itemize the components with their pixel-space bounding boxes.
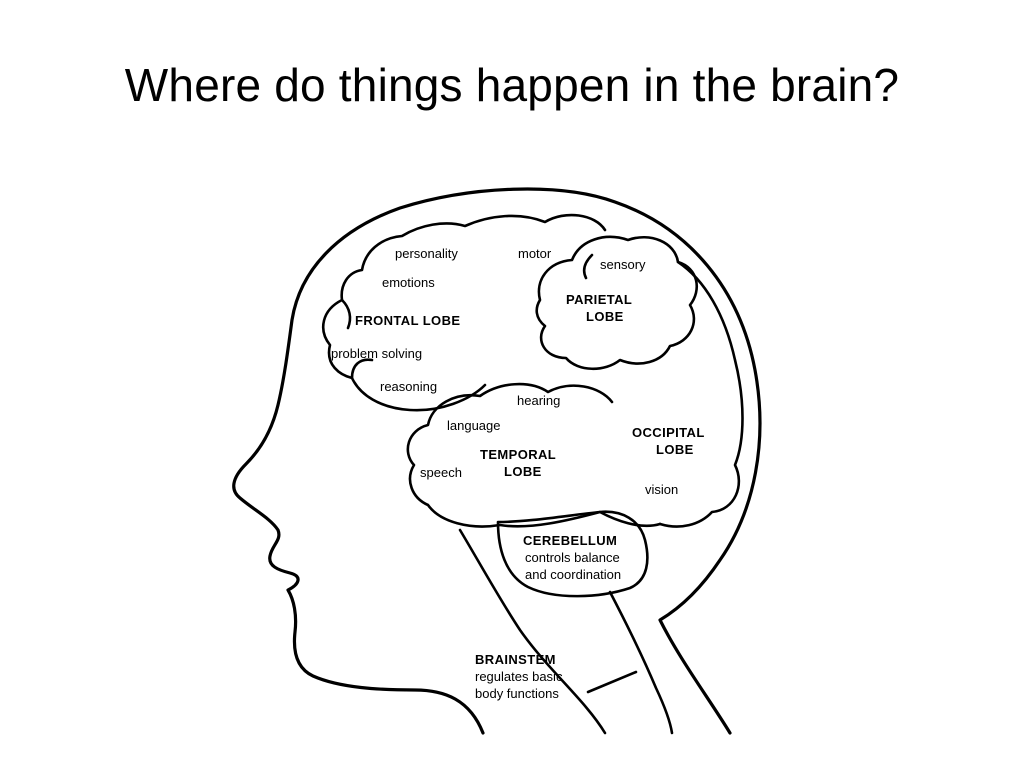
head-outline [232,187,762,735]
label-cerebellum: CEREBELLUM [523,533,617,548]
label-reasoning: reasoning [380,379,437,394]
label-emotions: emotions [382,275,435,290]
label-language: language [447,418,501,433]
label-hearing: hearing [517,393,560,408]
label-occipital: OCCIPITAL [632,425,705,440]
label-parietal: PARIETAL [566,292,632,307]
label-sensory: sensory [600,257,646,272]
label-brainstem: BRAINSTEM [475,652,556,667]
label-problem-solving: problem solving [331,346,422,361]
brainstem-line-back [608,590,674,735]
label-occipital-lobe-word: LOBE [656,442,694,457]
frontal-fold [350,358,374,380]
parietal-lobe-outline [535,235,699,371]
brainstem-line-front [458,528,607,735]
cerebellum-outline [496,510,649,598]
label-temporal: TEMPORAL [480,447,556,462]
label-speech: speech [420,465,462,480]
label-vision: vision [645,482,678,497]
label-motor: motor [518,246,552,261]
brainstem-pointer [586,670,638,694]
label-cerebellum-desc-1: controls balance [525,550,620,565]
frontal-fold-2 [340,298,352,330]
slide-title: Where do things happen in the brain? [124,59,900,111]
central-sulcus [582,253,594,280]
frontal-lobe-outline [321,213,607,412]
label-temporal-lobe-word: LOBE [504,464,542,479]
label-frontal-lobe: FRONTAL LOBE [355,313,460,328]
temporal-lobe-outline [406,382,662,528]
label-brainstem-desc-2: body functions [475,686,559,701]
occipital-lobe-outline [658,260,744,528]
label-cerebellum-desc-2: and coordination [525,567,621,582]
label-personality: personality [395,246,458,261]
label-parietal-lobe-word: LOBE [586,309,624,324]
label-brainstem-desc-1: regulates basic [475,669,563,684]
